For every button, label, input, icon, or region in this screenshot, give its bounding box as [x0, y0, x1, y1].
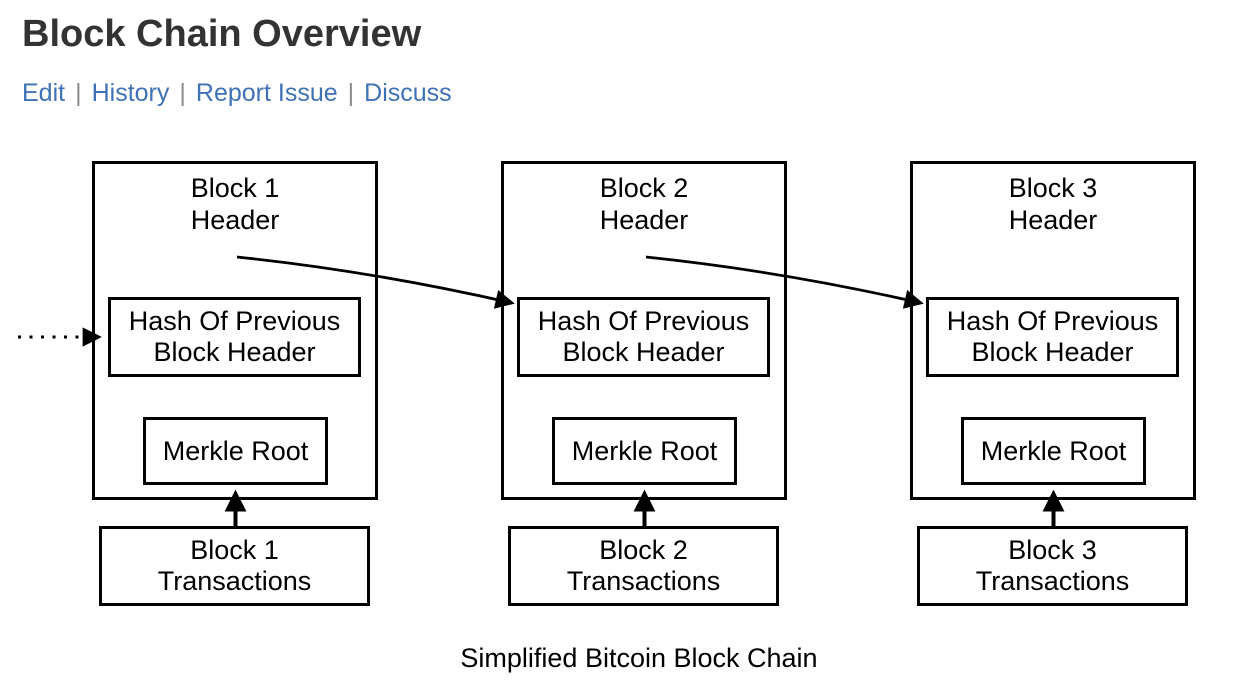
nav-link-history[interactable]: History [91, 79, 170, 107]
block-1-tx-line1: Block 1 [190, 535, 279, 565]
block-2-header-line1: Block 2 [599, 173, 689, 203]
block-1-hash-line1: Hash Of Previous [128, 306, 341, 336]
nav-separator: | [347, 79, 355, 107]
block-1-header-box: Block 1 Header Hash Of Previous Block He… [92, 161, 378, 500]
block-2-hash-line1: Hash Of Previous [537, 306, 750, 336]
block-3-tx-line2: Transactions [975, 566, 1130, 596]
block-2-header-line2: Header [599, 205, 689, 235]
block-3-merkle-label: Merkle Root [980, 435, 1127, 466]
nav-link-discuss[interactable]: Discuss [364, 79, 452, 107]
block-2-merkle-box: Merkle Root [552, 417, 737, 485]
block-2-hash-line2: Block Header [562, 337, 725, 367]
block-1-header-line1: Block 1 [190, 173, 280, 203]
block-2-tx-line1: Block 2 [599, 535, 688, 565]
block-2-hash-box: Hash Of Previous Block Header [517, 297, 770, 377]
block-3-header-line1: Block 3 [1008, 173, 1098, 203]
nav-link-edit[interactable]: Edit [22, 79, 66, 107]
block-1-header-label: Block 1 Header [95, 172, 375, 236]
block-1-merkle-box: Merkle Root [143, 417, 328, 485]
block-3-header-label: Block 3 Header [913, 172, 1193, 236]
block-2-header-label: Block 2 Header [504, 172, 784, 236]
block-1-hash-line2: Block Header [153, 337, 316, 367]
block-3-transactions-box: Block 3 Transactions [917, 526, 1188, 606]
block-1-hash-box: Hash Of Previous Block Header [108, 297, 361, 377]
block-1-merkle-label: Merkle Root [162, 435, 309, 466]
block-3-hash-box: Hash Of Previous Block Header [926, 297, 1179, 377]
page-title: Block Chain Overview [22, 13, 422, 55]
page-nav: Edit | History | Report Issue | Discuss [22, 78, 452, 108]
block-3-header-box: Block 3 Header Hash Of Previous Block He… [910, 161, 1196, 500]
block-2-transactions-box: Block 2 Transactions [508, 526, 779, 606]
block-3-header-line2: Header [1008, 205, 1098, 235]
block-1-transactions-box: Block 1 Transactions [99, 526, 370, 606]
block-1-header-line2: Header [190, 205, 280, 235]
block-1-tx-line2: Transactions [157, 566, 312, 596]
nav-separator: | [179, 79, 186, 107]
block-3-hash-line1: Hash Of Previous [946, 306, 1159, 336]
diagram-caption: Simplified Bitcoin Block Chain [460, 643, 818, 673]
block-2-tx-line2: Transactions [566, 566, 721, 596]
block-2-merkle-label: Merkle Root [571, 435, 718, 466]
block-3-hash-line2: Block Header [971, 337, 1134, 367]
block-3-tx-line1: Block 3 [1008, 535, 1097, 565]
nav-link-report-issue[interactable]: Report Issue [195, 79, 338, 107]
nav-separator: | [75, 79, 82, 107]
block-3-merkle-box: Merkle Root [961, 417, 1146, 485]
block-2-header-box: Block 2 Header Hash Of Previous Block He… [501, 161, 787, 500]
